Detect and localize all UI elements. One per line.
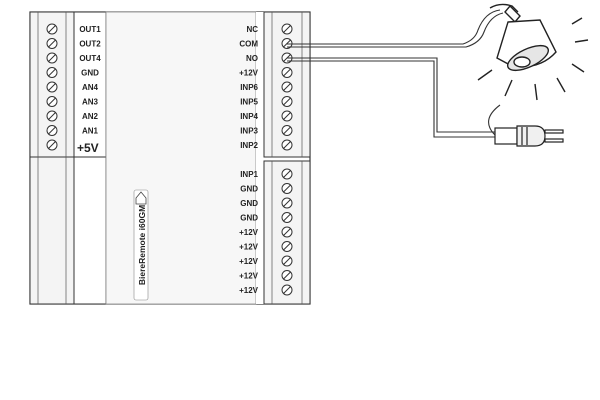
screw-terminal-icon <box>281 81 293 93</box>
no-wire <box>287 57 495 133</box>
screw-terminal-icon <box>281 96 293 107</box>
screw-terminal-icon <box>281 226 293 238</box>
terminal-label: COM <box>239 40 258 49</box>
terminal-label: +12V <box>239 228 259 237</box>
logo-icon <box>135 191 147 205</box>
lamp-icon <box>477 3 589 101</box>
terminal-label: INP5 <box>240 98 258 107</box>
terminal-label: +12V <box>239 272 259 281</box>
com-wire <box>287 9 501 45</box>
terminal-label: AN2 <box>82 112 99 121</box>
terminal-label: AN1 <box>82 127 99 136</box>
screw-terminal-icon <box>281 183 293 194</box>
device-name-plate: BiereRemote i60GM <box>133 189 149 301</box>
terminal-label: +12V <box>239 286 259 295</box>
terminal-label: INP4 <box>240 112 258 121</box>
screw-terminal-icon <box>46 38 58 49</box>
screw-terminal-icon <box>46 81 58 93</box>
terminal-label: NC <box>246 25 258 34</box>
terminal-label: +12V <box>239 69 259 78</box>
right-terminal-block <box>263 11 311 305</box>
terminal-label: INP1 <box>240 170 258 179</box>
terminal-label: +12V <box>239 257 259 266</box>
terminal-label: AN4 <box>82 83 99 92</box>
terminal-label: OUT4 <box>79 54 101 63</box>
screw-terminal-icon <box>46 125 58 136</box>
screw-terminal-icon <box>46 67 58 78</box>
screw-terminal-icon <box>281 110 293 122</box>
left-terminal-block <box>29 11 75 305</box>
terminal-label: GND <box>240 214 258 223</box>
terminal-label: GND <box>240 199 258 208</box>
screw-terminal-icon <box>281 67 293 78</box>
screw-terminal-icon <box>281 212 293 223</box>
board-body <box>105 11 257 305</box>
screw-terminal-icon <box>281 197 293 209</box>
screw-terminal-icon <box>46 23 58 35</box>
screw-terminal-icon <box>46 139 58 151</box>
terminal-label: INP6 <box>240 83 258 92</box>
terminal-label: OUT2 <box>79 40 101 49</box>
screw-terminal-icon <box>281 168 293 180</box>
screw-terminal-icon <box>281 284 293 296</box>
screw-terminal-icon <box>281 139 293 151</box>
screw-terminal-icon <box>281 255 293 267</box>
terminal-label: GND <box>81 69 99 78</box>
power-plug-icon <box>494 125 564 147</box>
terminal-label: INP2 <box>240 141 258 150</box>
terminal-label: +12V <box>239 243 259 252</box>
terminal-label: OUT1 <box>79 25 101 34</box>
screw-terminal-icon <box>281 125 293 136</box>
power-label: +5V <box>77 141 99 155</box>
terminal-label: INP3 <box>240 127 258 136</box>
screw-terminal-icon <box>281 270 293 281</box>
terminal-label: GND <box>240 185 258 194</box>
screw-terminal-icon <box>281 23 293 35</box>
lamp-plug-wire <box>488 104 501 136</box>
terminal-label: NO <box>246 54 258 63</box>
wires <box>287 9 504 138</box>
screw-terminal-icon <box>46 110 58 122</box>
screw-terminal-icon <box>46 96 58 107</box>
terminal-label: AN3 <box>82 98 99 107</box>
screw-terminal-icon <box>281 241 293 252</box>
screw-terminal-icon <box>46 52 58 64</box>
device-name: BiereRemote i60GM <box>137 205 147 285</box>
